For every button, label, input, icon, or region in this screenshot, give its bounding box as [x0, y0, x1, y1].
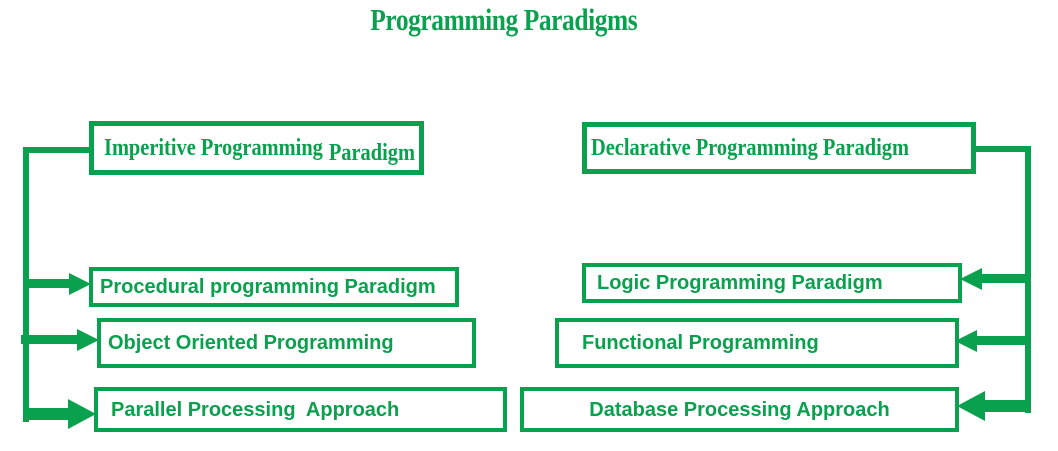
arrow-shaft [985, 400, 1031, 412]
logic-paradigm-box: Logic Programming Paradigm [582, 263, 962, 303]
declarative-paradigm-box: Declarative Programming Paradigm [582, 122, 976, 174]
diagram-title: Programming Paradigms [0, 2, 1058, 38]
arrow-to-procedural-icon [23, 272, 91, 295]
arrow-to-parallel-processing-icon [23, 399, 96, 429]
diagram-title-text: Programming Paradigms [370, 2, 638, 37]
arrow-shaft [23, 408, 68, 420]
arrow-shaft [23, 279, 69, 288]
arrow-to-database-icon [957, 391, 1031, 421]
arrow-head-icon [68, 399, 96, 429]
arrow-to-functional-icon [955, 329, 1031, 352]
arrow-head-icon [955, 329, 977, 352]
arrow-to-logic-icon [960, 267, 1031, 290]
left-branch-horizontal-line [23, 147, 89, 153]
arrow-head-icon [77, 328, 99, 351]
arrow-head-icon [957, 391, 985, 421]
imperative-label-paradigm: Paradigm [328, 140, 415, 166]
procedural-paradigm-box: Procedural programming Paradigm [89, 267, 459, 307]
functional-programming-label: Functional Programming [582, 332, 819, 354]
arrow-to-object-oriented-icon [21, 328, 99, 351]
arrow-head-icon [69, 272, 91, 295]
arrow-shaft [982, 274, 1031, 283]
procedural-paradigm-label: Procedural programming Paradigm [100, 276, 436, 298]
declarative-paradigm-label: Declarative Programming Paradigm [591, 135, 910, 161]
arrow-shaft [21, 335, 77, 344]
logic-paradigm-label: Logic Programming Paradigm [597, 272, 883, 294]
parallel-processing-label: Parallel Processing Approach [111, 398, 400, 421]
database-processing-label: Database Processing Approach [589, 398, 890, 421]
right-branch-horizontal-line [976, 146, 1031, 152]
object-oriented-box: Object Oriented Programming [97, 318, 476, 368]
database-processing-box: Database Processing Approach [520, 387, 959, 432]
arrow-shaft [977, 336, 1031, 345]
object-oriented-label: Object Oriented Programming [108, 332, 394, 354]
parallel-processing-box: Parallel Processing Approach [94, 387, 507, 432]
imperative-label-main: Imperitive Programming [104, 135, 323, 161]
functional-programming-box: Functional Programming [555, 318, 959, 368]
arrow-head-icon [960, 267, 982, 290]
